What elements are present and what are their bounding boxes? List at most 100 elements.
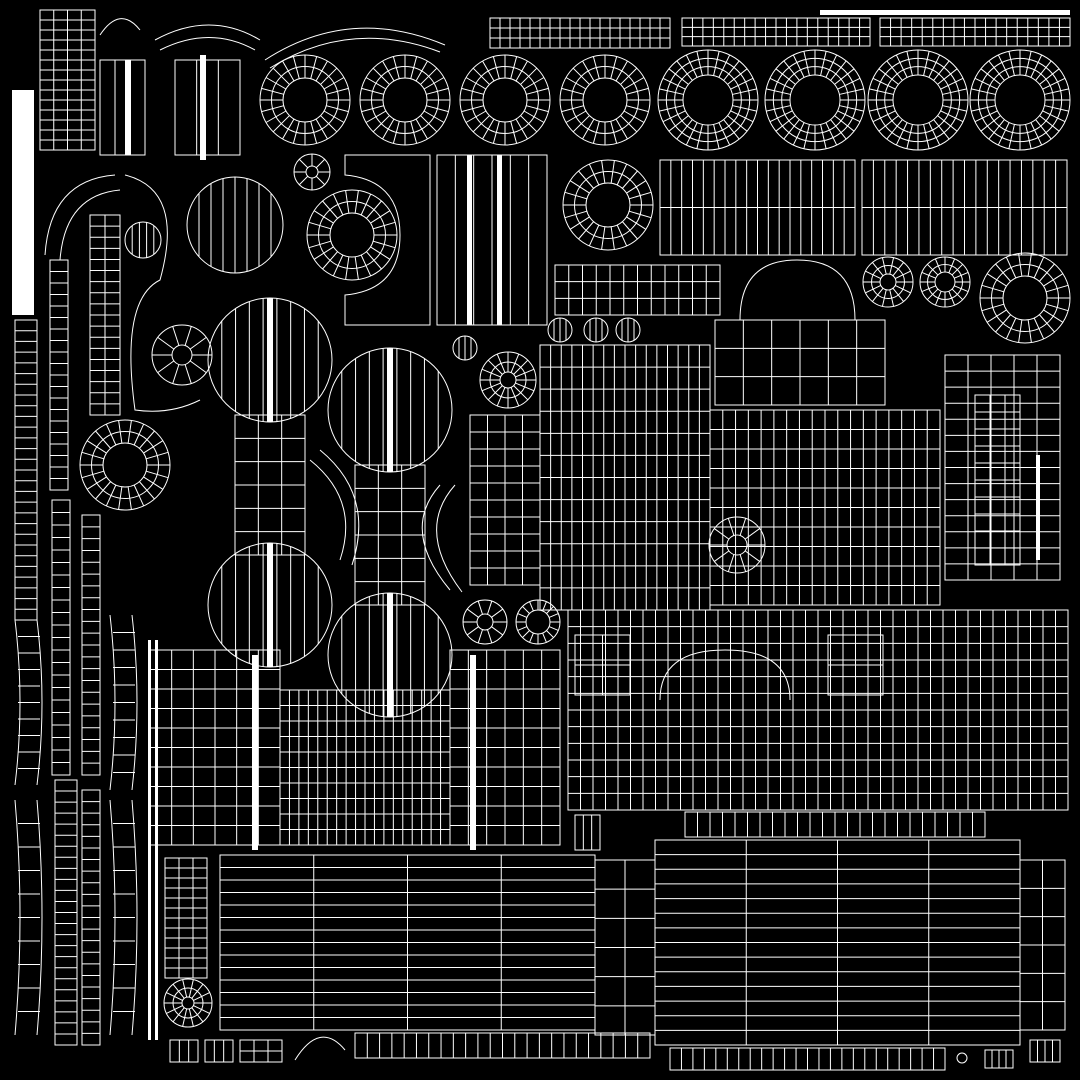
uv-ring-shell: [563, 160, 653, 250]
uv-shell: [345, 155, 430, 325]
uv-ring-shell: [863, 257, 913, 307]
uv-ring-shell: [658, 50, 758, 150]
uv-disk-shell: [548, 318, 572, 342]
uv-solid-strip: [12, 90, 34, 315]
uv-grid-shell: [975, 395, 1020, 565]
uv-ring-spokes: [863, 258, 913, 307]
uv-shell-edges: [90, 215, 120, 415]
uv-ring-shell: [360, 55, 450, 145]
uv-ring-spokes: [868, 50, 968, 150]
uv-grid-shell: [575, 635, 630, 695]
uv-shell-edges: [655, 840, 1020, 1045]
uv-ring-shell: [80, 420, 170, 510]
uv-disk-shell: [125, 222, 161, 258]
uv-grid-shell: [715, 320, 885, 405]
uv-strip-shell: [880, 18, 1070, 46]
uv-shell: [660, 650, 790, 700]
uv-ring-spokes: [563, 160, 653, 249]
uv-shell-edges: [710, 410, 940, 605]
uv-solid-strip: [497, 155, 502, 325]
uv-ring-shell: [294, 154, 330, 190]
uv-grid-shell: [710, 410, 940, 605]
uv-shell-outline: [175, 60, 240, 155]
uv-shell-edges: [862, 160, 1067, 255]
uv-shell: [155, 25, 260, 50]
uv-disk-edges: [554, 318, 566, 342]
uv-ring-shell: [516, 600, 560, 644]
uv-shell-edges: [50, 272, 68, 479]
uv-grid-shell: [205, 1040, 233, 1062]
uv-shell-edges: [235, 415, 305, 555]
uv-ring-shell: [970, 50, 1070, 150]
uv-solid-strip: [820, 10, 1070, 15]
uv-disk-edges: [622, 318, 634, 342]
uv-solid-strip: [155, 640, 158, 1040]
uv-solid-strip: [387, 593, 393, 717]
uv-shell-edges: [595, 860, 655, 1035]
uv-solid-strip: [470, 655, 476, 850]
uv-ring-spokes: [920, 257, 970, 307]
uv-solid-strip: [252, 655, 258, 850]
uv-shell-edges: [992, 1050, 1006, 1068]
uv-strip-edges: [18, 637, 40, 769]
uv-disk-shell: [453, 336, 477, 360]
uv-shell: [45, 175, 120, 260]
uv-ring-shell: [260, 55, 350, 145]
uv-ring-shell: [152, 325, 212, 385]
uv-shell-edges: [1020, 860, 1065, 1030]
uv-strip-shell: [15, 320, 37, 620]
uv-solid-strip: [1036, 455, 1040, 560]
uv-ring-spokes: [164, 980, 212, 1027]
uv-shell-edges: [880, 18, 1070, 46]
uv-grid-shell: [670, 1048, 945, 1070]
uv-shell-edges: [240, 1040, 282, 1062]
uv-strip-shell: [82, 790, 100, 1045]
uv-disk-edges: [342, 348, 438, 471]
uv-ring-shell: [560, 55, 650, 145]
uv-shell-edges: [355, 465, 425, 605]
uv-grid-shell: [985, 1050, 1013, 1068]
uv-ring-spokes: [480, 352, 536, 408]
uv-strip-shell: [682, 18, 870, 46]
uv-shell-edges: [470, 415, 540, 585]
uv-ring-spokes: [460, 55, 550, 145]
uv-ring-spokes: [970, 50, 1070, 150]
uv-disk-outline: [125, 222, 161, 258]
uv-disk-edges: [459, 336, 471, 360]
uv-shell-edges: [490, 18, 670, 48]
uv-shell: [125, 175, 200, 411]
uv-disk-shell: [616, 318, 640, 342]
uv-ring-shell: [164, 979, 212, 1027]
uv-ring-shell: [480, 352, 536, 408]
uv-grid-shell: [470, 415, 540, 585]
uv-solid-strip: [125, 60, 131, 155]
uv-shell-edges: [15, 331, 37, 610]
uv-grid-shell: [355, 1033, 650, 1058]
uv-strip-shell: [90, 215, 120, 415]
uv-disk-shell: [187, 177, 283, 273]
uv-shell-edges: [568, 610, 1068, 810]
uv-ring-spokes: [260, 55, 350, 145]
uv-strip-shell: [82, 515, 100, 775]
uv-shell-edges: [1038, 1040, 1053, 1062]
uv-solid-strip: [267, 298, 273, 422]
uv-disk-edges: [222, 543, 318, 666]
uv-ring-spokes: [765, 50, 865, 150]
uv-strip-shell: [50, 260, 68, 490]
uv-grid-shell: [575, 815, 600, 850]
uv-shell-edges: [197, 60, 219, 155]
uv-shell-edges: [179, 1040, 188, 1062]
uv-shell-edges: [455, 155, 528, 325]
uv-grid-shell: [862, 160, 1067, 255]
uv-shell-edges: [165, 858, 207, 978]
uv-ring-spokes: [80, 420, 170, 509]
uv-ring-shell: [709, 517, 765, 573]
uv-solid-strip: [467, 155, 472, 325]
uv-solid-strips: [12, 10, 1070, 1040]
uv-disk-shell: [584, 318, 608, 342]
uv-disk-edges: [132, 222, 154, 257]
uv-ring-shell: [460, 55, 550, 145]
uv-shell-edges: [150, 650, 280, 845]
uv-ring-spokes: [516, 600, 560, 644]
